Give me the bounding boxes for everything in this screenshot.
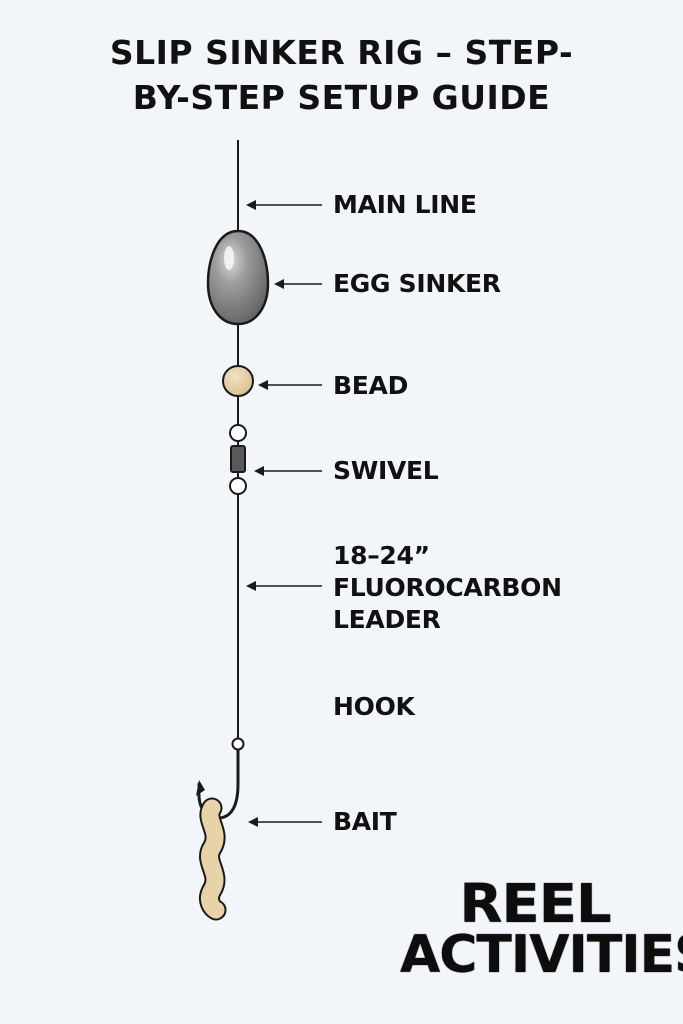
logo-line-1: REEL: [459, 873, 611, 936]
title-line-1: SLIP SINKER RIG – STEP-: [109, 33, 574, 72]
label-bead: BEAD: [333, 371, 409, 400]
label-main-line: MAIN LINE: [333, 190, 477, 219]
bait-worm: [199, 797, 227, 921]
page-title: SLIP SINKER RIG – STEP- BY-STEP SETUP GU…: [40, 30, 643, 120]
label-leader-word: LEADER: [333, 605, 441, 634]
logo-line-2: ACTIVITIES: [400, 925, 683, 986]
label-leader: 18–24” FLUOROCARBON LEADER: [333, 540, 562, 636]
hook-eye: [231, 737, 245, 751]
egg-sinker-arrow: [274, 279, 322, 289]
label-leader-length: 18–24”: [333, 541, 430, 570]
brand-logo: REEL ACTIVITIES: [400, 873, 683, 986]
bead-arrow: [258, 380, 322, 390]
pointer-arrows: [246, 200, 322, 827]
egg-sinker: [206, 229, 270, 326]
swivel-arrow: [254, 466, 322, 476]
bait-arrow: [248, 817, 322, 827]
leader-arrow: [246, 581, 322, 591]
label-hook: HOOK: [333, 692, 415, 721]
label-leader-material: FLUOROCARBON: [333, 573, 562, 602]
label-swivel: SWIVEL: [333, 456, 439, 485]
bead: [222, 365, 254, 397]
title-line-2: BY-STEP SETUP GUIDE: [132, 78, 551, 117]
label-egg-sinker: EGG SINKER: [333, 269, 501, 298]
swivel: [229, 424, 247, 495]
label-bait: BAIT: [333, 807, 397, 836]
main-line-arrow: [246, 200, 322, 210]
